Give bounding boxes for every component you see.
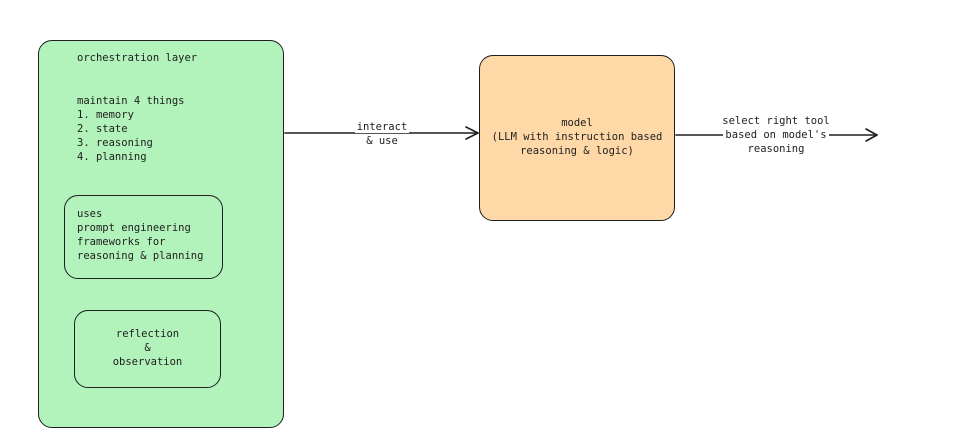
select-label-line-2: based on model's <box>723 129 829 141</box>
select-label-line-3: reasoning <box>745 143 807 155</box>
uses-box <box>64 195 223 279</box>
select-label-line-1: select right tool <box>720 115 832 127</box>
reflection-line-3: observation <box>112 356 183 368</box>
orchestration-title: orchestration layer <box>77 52 198 64</box>
model-line-3: reasoning & logic) <box>520 145 634 157</box>
orchestration-layer-box <box>38 40 284 428</box>
arrowhead-output <box>865 128 878 142</box>
reflection-box <box>74 310 221 388</box>
model-line-2: (LLM with instruction based <box>491 131 663 143</box>
interact-label-line-2: & use <box>364 135 400 147</box>
orchestration-line-1: maintain 4 things <box>77 95 185 107</box>
orchestration-line-4: 3. reasoning <box>77 137 153 149</box>
reflection-line-1: reflection <box>115 328 180 340</box>
interact-label-line-1: interact <box>354 121 410 133</box>
uses-line-2: prompt engineering <box>77 222 191 234</box>
uses-line-3: frameworks for <box>77 236 166 248</box>
model-box <box>479 55 675 221</box>
reflection-line-2: & <box>144 342 151 354</box>
uses-line-1: uses <box>77 208 103 220</box>
arrowhead-model <box>465 126 479 140</box>
orchestration-line-5: 4. planning <box>77 151 147 163</box>
orchestration-line-2: 1. memory <box>77 109 134 121</box>
orchestration-line-3: 2. state <box>77 123 128 135</box>
uses-line-4: reasoning & planning <box>77 250 204 262</box>
model-line-1: model <box>561 117 593 129</box>
